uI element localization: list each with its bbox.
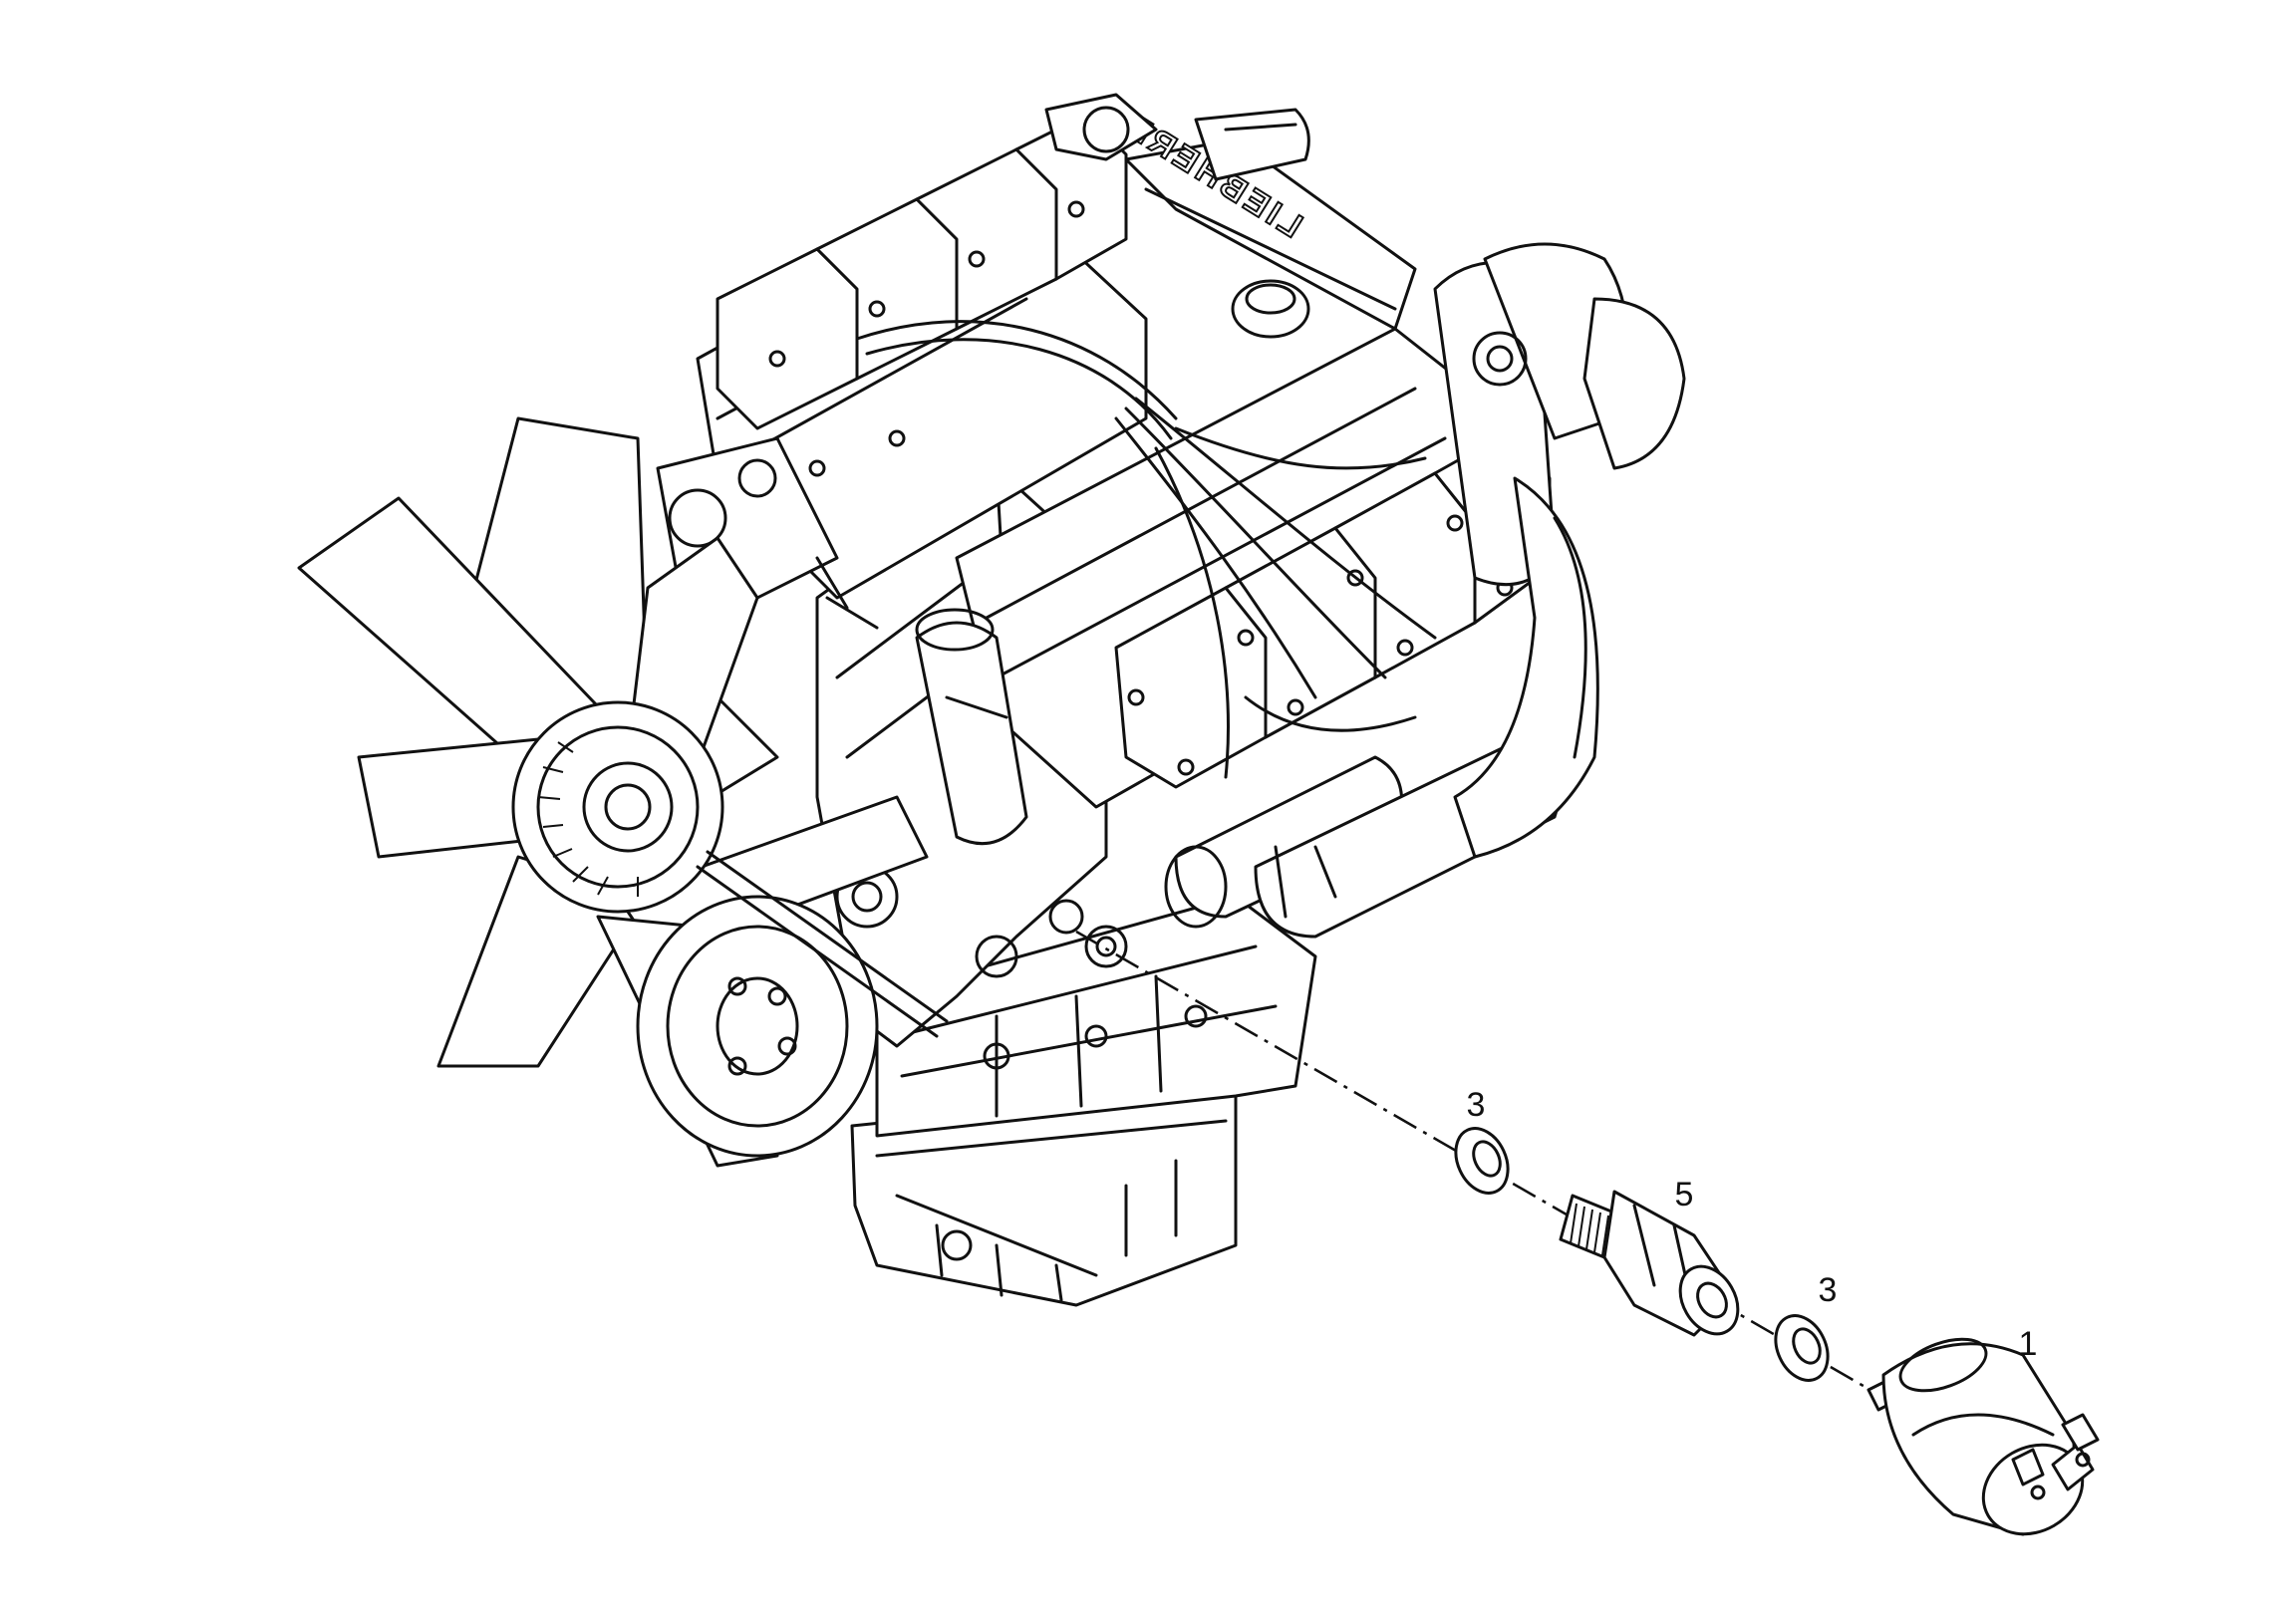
- pressure-switch: [1866, 1337, 2100, 1536]
- seal-ring-upper: [1454, 1127, 1510, 1195]
- engine-assembly: LIEBHERR: [297, 93, 1686, 1307]
- turbocharger: [1433, 242, 1686, 859]
- crankcase: [875, 895, 1317, 1138]
- callout-label: 3: [1819, 1271, 1838, 1309]
- thermostat-housing: [1044, 93, 1310, 181]
- fan-belt: [696, 850, 949, 1038]
- crankcase-breather: [1231, 279, 1310, 339]
- mounting-port: [1084, 925, 1128, 968]
- adapter: [1559, 1190, 1740, 1337]
- oil-sump: [850, 1084, 1238, 1307]
- callout-label: 3: [1467, 1086, 1486, 1124]
- crank-pulley: [636, 895, 879, 1158]
- injection-lines: [855, 320, 1437, 779]
- callout-label: 5: [1675, 1176, 1694, 1214]
- callout-label: 1: [2019, 1325, 2038, 1363]
- fan-hub: [511, 700, 724, 914]
- seal-ring-lower: [1774, 1314, 1830, 1382]
- air-intake-pipe: [915, 608, 1028, 846]
